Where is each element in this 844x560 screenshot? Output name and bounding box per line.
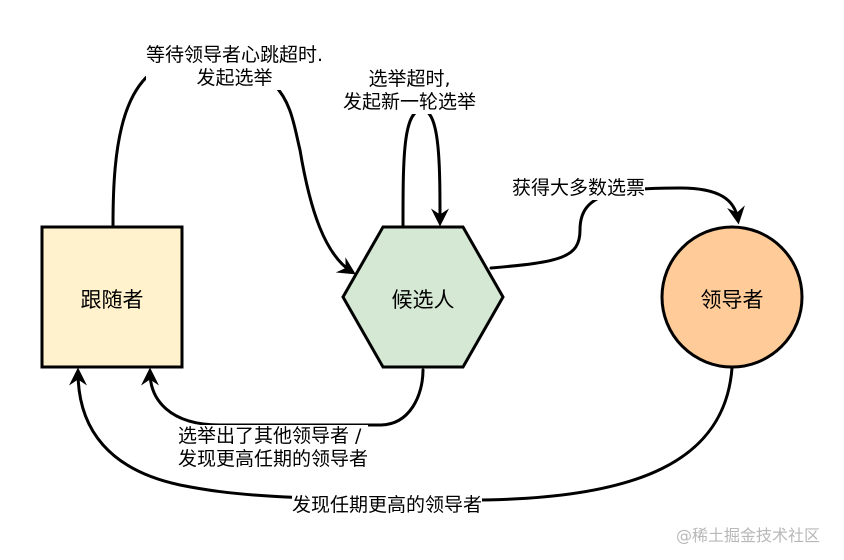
edge-candidate-self-loop	[401, 108, 449, 228]
edge-label-line: 发起选举	[196, 67, 273, 89]
edge-label-leader-to-follower: 发现任期更高的领导者	[292, 494, 483, 517]
follower-label: 跟随者	[80, 288, 144, 312]
edge-candidate-to-follower	[141, 367, 425, 427]
edge-label-candidate-to-follower: 选举出了其他领导者 / 发现更高任期的领导者	[178, 425, 369, 471]
follower-node	[40, 225, 184, 369]
edge-label-candidate-to-leader: 获得大多数选票	[512, 177, 646, 200]
edge-label-line: 发现更高任期的领导者	[178, 448, 369, 470]
edge-leader-to-follower	[69, 366, 734, 502]
edge-label-line: 发起新一轮选举	[343, 91, 477, 113]
edge-label-follower-to-candidate: 等待领导者心跳超时. 发起选举	[146, 44, 324, 90]
edge-label-line: 等待领导者心跳超时.	[146, 44, 324, 66]
candidate-node	[341, 225, 505, 369]
edge-label-candidate-self-loop: 选举超时, 发起新一轮选举	[343, 68, 477, 114]
edge-label-line: 发现任期更高的领导者	[292, 494, 483, 516]
watermark: @稀土掘金技术社区	[676, 526, 821, 545]
edge-label-line: 获得大多数选票	[512, 177, 646, 199]
edge-label-line: 选举出了其他领导者 /	[178, 425, 362, 447]
leader-label: 领导者	[700, 288, 764, 312]
leader-node	[660, 225, 804, 369]
candidate-label: 候选人	[391, 288, 455, 312]
edge-label-line: 选举超时,	[368, 68, 451, 90]
